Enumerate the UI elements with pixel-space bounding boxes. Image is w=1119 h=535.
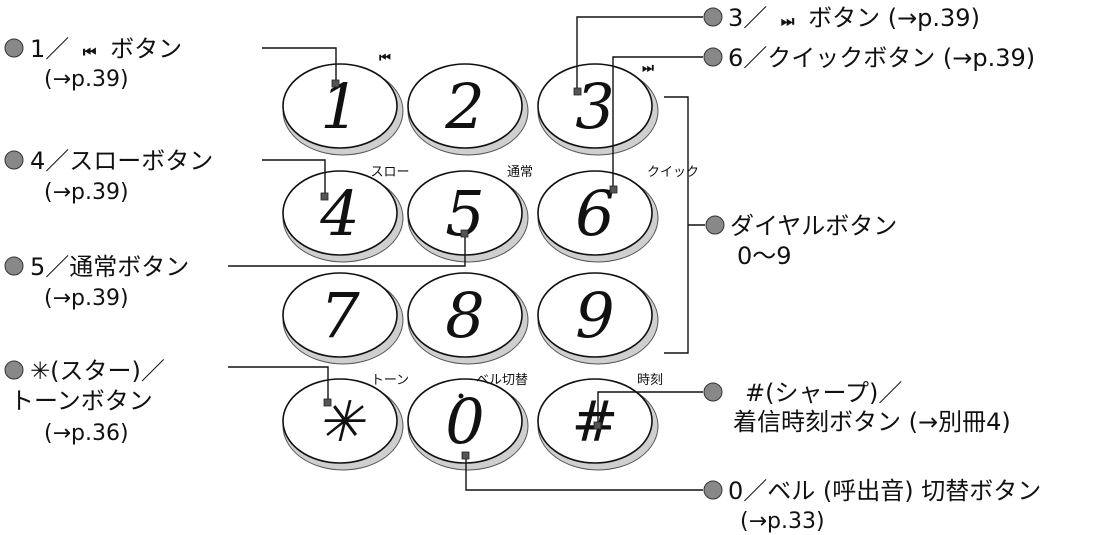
callout-5: 5／通常ボタン (→p.39)	[4, 253, 189, 311]
callout-hash-text: #(シャープ)／	[745, 379, 902, 407]
bullet-icon	[703, 7, 723, 27]
callout-4: 4／スローボタン (→p.39)	[4, 147, 213, 205]
callout-1: 1／ ⏮ ボタン (→p.39)	[4, 35, 182, 92]
bullet-icon	[4, 38, 24, 58]
callout-5-text: 5／通常ボタン	[30, 253, 189, 281]
marker-6	[609, 185, 618, 194]
key-5: 5	[407, 170, 529, 263]
callout-0-ref: (→p.33)	[740, 509, 825, 534]
callout-0: 0／ベル (呼出音) 切替ボタン (→p.33)	[703, 477, 1041, 534]
bullet-icon	[705, 215, 725, 235]
key-7: 7	[282, 272, 404, 365]
key-8-label: 8	[445, 279, 484, 352]
marker-1	[331, 79, 340, 88]
next-icon: ⏭	[781, 12, 795, 30]
key-star-sublabel: トーン	[371, 373, 409, 388]
key-4: 4	[282, 170, 404, 263]
bell-dot	[458, 393, 464, 399]
key-0: 0	[407, 378, 529, 471]
callout-dial-range: 0〜9	[737, 242, 792, 270]
key-3: 3	[537, 63, 659, 156]
key-0-label: 0	[445, 385, 484, 458]
callout-hash: #(シャープ)／ 着信時刻ボタン (→別冊4)	[703, 379, 1011, 436]
key-4-label: 4	[319, 177, 359, 250]
callout-6: 6／クイックボタン (→p.39)	[703, 44, 1035, 72]
callout-star-text: ✳(スター)／	[30, 357, 165, 385]
callout-dial-text: ダイヤルボタン	[730, 212, 897, 240]
bullet-icon	[4, 360, 24, 380]
callout-3: 3／ ⏭ ボタン (→p.39)	[703, 4, 980, 32]
callout-1-ref: (→p.39)	[44, 67, 129, 92]
marker-hash	[593, 421, 602, 430]
callout-4-text: 4／スローボタン	[30, 147, 213, 175]
key-1: 1	[282, 63, 404, 156]
key-0-sublabel: ベル切替	[476, 373, 528, 388]
next-icon: ⏭	[642, 61, 654, 76]
key-7-label: 7	[320, 279, 360, 352]
callout-0-text: 0／ベル (呼出音) 切替ボタン	[728, 477, 1041, 505]
key-8: 8	[407, 272, 529, 365]
svg-text:3／ ⏭ ボタン (→p.39): 3／ ⏭ ボタン (→p.39)	[728, 4, 980, 32]
key-4-sublabel: スロー	[370, 165, 409, 180]
callout-1-text-b: ボタン	[110, 35, 182, 63]
key-6-label: 6	[575, 177, 614, 250]
bullet-icon	[703, 480, 723, 500]
bullet-icon	[4, 256, 24, 276]
marker-5	[460, 229, 469, 238]
key-2: 2	[407, 63, 529, 156]
callout-3-text-b: ボタン (→p.39)	[808, 4, 980, 32]
callout-star-ref: (→p.36)	[44, 421, 129, 446]
prev-icon: ⏮	[379, 51, 391, 66]
callout-5-ref: (→p.39)	[44, 286, 129, 311]
leader-lines	[228, 16, 705, 491]
callout-1-text-a: 1／	[30, 35, 69, 63]
marker-4	[320, 192, 329, 201]
bullet-icon	[703, 47, 723, 67]
key-6: 6	[537, 170, 659, 263]
callout-3-text-a: 3／	[728, 4, 767, 32]
key-1-label: 1	[320, 70, 359, 143]
prev-icon: ⏮	[83, 43, 97, 61]
key-9-label: 9	[575, 279, 614, 352]
callout-6-text: 6／クイックボタン (→p.39)	[728, 44, 1035, 72]
key-3-label: 3	[575, 70, 614, 143]
callout-hash-text-2: 着信時刻ボタン (→別冊4)	[733, 408, 1011, 436]
callout-dial: ダイヤルボタン 0〜9	[705, 212, 897, 270]
markers	[320, 79, 618, 460]
marker-0	[461, 451, 470, 460]
marker-star	[323, 398, 332, 407]
callout-star-text-2: トーンボタン	[10, 387, 153, 415]
svg-text:1／ ⏮ ボタン: 1／ ⏮ ボタン	[30, 35, 182, 63]
key-2-label: 2	[444, 70, 484, 143]
key-5-sublabel: 通常	[507, 165, 533, 180]
callout-4-ref: (→p.39)	[44, 180, 129, 205]
key-6-sublabel: クイック	[647, 165, 699, 180]
key-9: 9	[537, 272, 659, 365]
marker-3	[573, 87, 582, 96]
key-star: ✳	[282, 378, 404, 471]
bullet-icon	[703, 382, 723, 402]
key-hash-sublabel: 時刻	[637, 373, 663, 388]
bullet-icon	[4, 150, 24, 170]
callout-star: ✳(スター)／ トーンボタン (→p.36)	[4, 357, 165, 446]
